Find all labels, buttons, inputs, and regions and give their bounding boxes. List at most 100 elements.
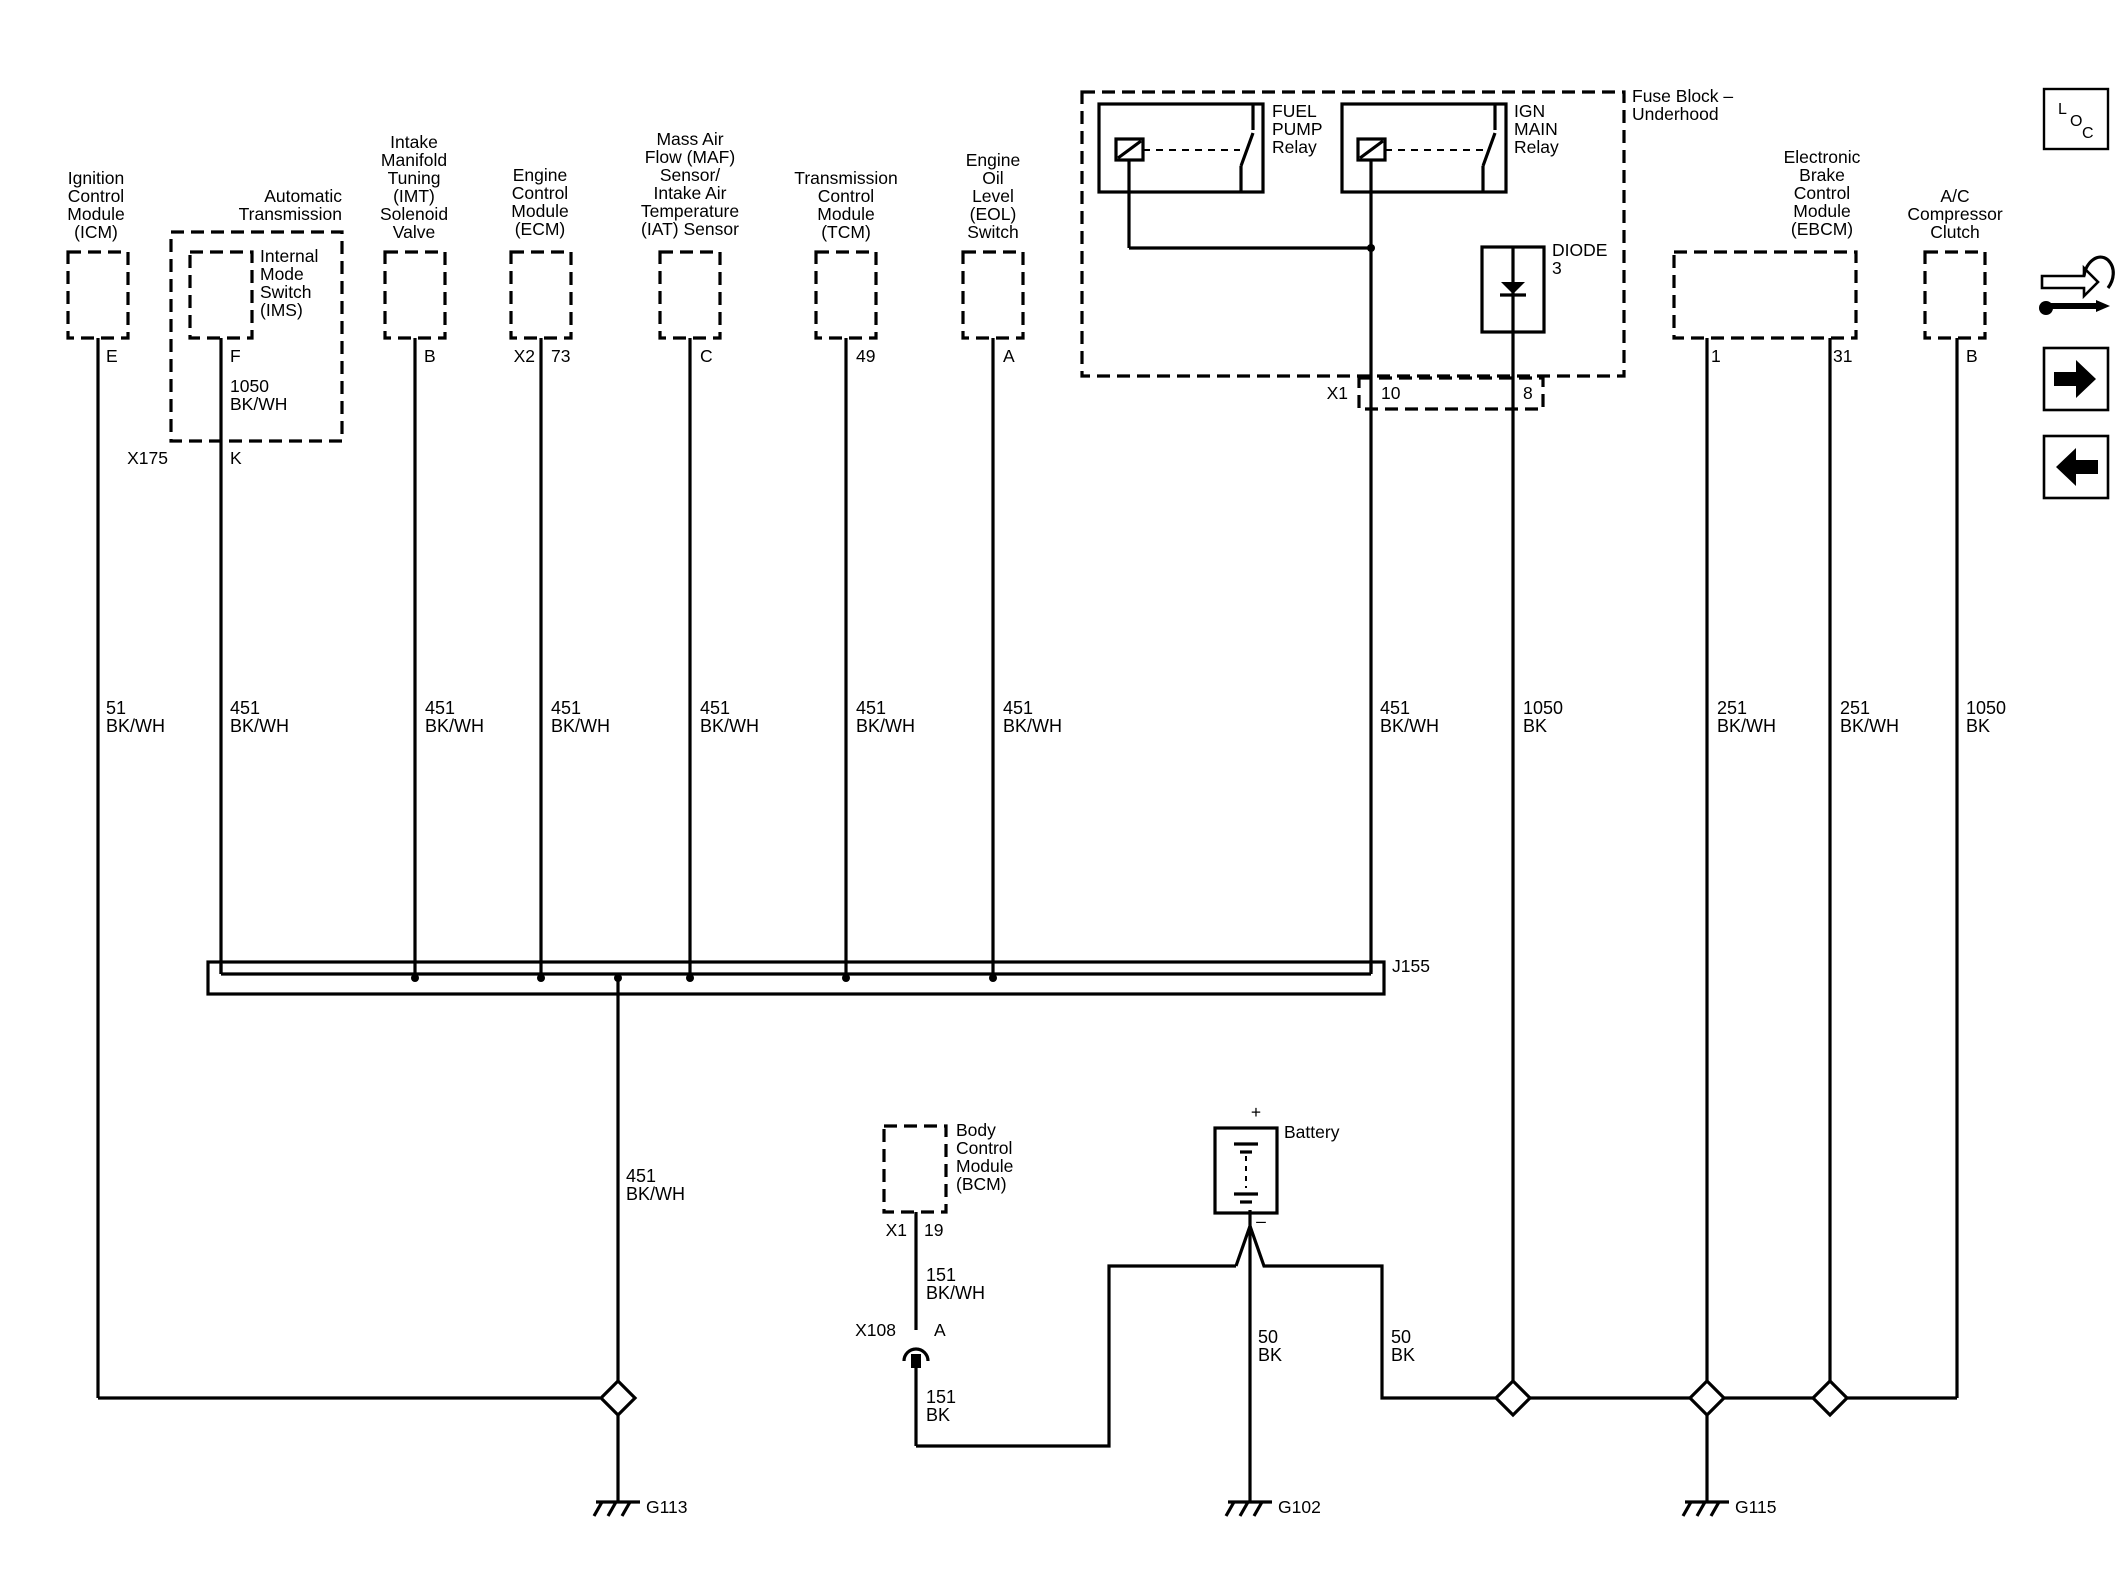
- ground-g102-label: G102: [1278, 1497, 1321, 1517]
- svg-text:(IMT): (IMT): [393, 186, 435, 206]
- ims-pin: F: [230, 346, 241, 366]
- x108-label: X108: [855, 1320, 896, 1340]
- fuel-pump-relay-label: FUEL PUMP Relay: [1272, 101, 1323, 157]
- inline-connector-x108: [902, 1347, 930, 1368]
- x175-pin: K: [230, 448, 242, 468]
- svg-text:BK: BK: [1966, 716, 1990, 736]
- svg-text:251: 251: [1840, 698, 1870, 718]
- fuse-block-connector: X1: [1327, 383, 1348, 403]
- arrow-left-icon[interactable]: [2042, 434, 2110, 500]
- tcm-pin: 49: [856, 346, 875, 366]
- fuse-block-pin-10: 10: [1381, 383, 1401, 403]
- svg-text:(ECM): (ECM): [515, 219, 566, 239]
- x108-pin: A: [934, 1320, 946, 1340]
- svg-text:251: 251: [1717, 698, 1747, 718]
- ebcm-pin-31: 31: [1833, 346, 1852, 366]
- svg-text:Relay: Relay: [1514, 137, 1559, 157]
- splice-diamonds: [598, 1378, 1850, 1418]
- fuse-block-label: Fuse Block – Underhood: [1632, 86, 1733, 124]
- wire-lines: [96, 248, 1959, 1490]
- svg-text:BK/WH: BK/WH: [700, 716, 759, 736]
- svg-text:BK/WH: BK/WH: [1717, 716, 1776, 736]
- svg-text:Oil: Oil: [982, 168, 1003, 188]
- splice-label: J155: [1392, 956, 1430, 976]
- icm-pin: E: [106, 346, 118, 366]
- svg-text:Intake: Intake: [390, 132, 438, 152]
- ims-inner-wire-color: BK/WH: [230, 394, 287, 414]
- svg-text:BK/WH: BK/WH: [551, 716, 610, 736]
- svg-text:Transmission: Transmission: [239, 204, 342, 224]
- battery-label: Battery: [1284, 1122, 1340, 1142]
- svg-text:151: 151: [926, 1265, 956, 1285]
- maf-pin: C: [700, 346, 713, 366]
- svg-text:51: 51: [106, 698, 126, 718]
- bcm-label: Body Control Module (BCM): [956, 1120, 1013, 1194]
- fuse-block-box: [1080, 90, 1626, 378]
- ims-box: [188, 250, 254, 340]
- wire-labels: 51 BK/WH 451 BK/WH 451 BK/WH 451 BK/WH 4…: [106, 698, 2006, 1425]
- svg-text:BK/WH: BK/WH: [1380, 716, 1439, 736]
- diode-label: DIODE 3: [1552, 240, 1607, 278]
- loc-icon[interactable]: L O C: [2042, 87, 2110, 151]
- svg-text:Control: Control: [818, 186, 874, 206]
- ground-g102-icon: [1224, 1490, 1272, 1517]
- svg-text:Module: Module: [67, 204, 124, 224]
- svg-text:451: 451: [856, 698, 886, 718]
- svg-text:3: 3: [1552, 258, 1562, 278]
- svg-text:(TCM): (TCM): [821, 222, 871, 242]
- eol-box: [961, 250, 1025, 340]
- svg-text:Sensor/: Sensor/: [660, 165, 720, 185]
- x175-connector: X175: [127, 448, 168, 468]
- svg-text:Valve: Valve: [393, 222, 435, 242]
- ac-clutch-label: A/C Compressor Clutch: [1907, 186, 2002, 242]
- ecm-label: Engine Control Module (ECM): [511, 165, 568, 239]
- tcm-box: [814, 250, 878, 340]
- svg-text:Tuning: Tuning: [388, 168, 441, 188]
- ims-label: Internal Mode Switch (IMS): [260, 246, 318, 320]
- svg-text:(EOL): (EOL): [970, 204, 1017, 224]
- svg-text:IGN: IGN: [1514, 101, 1545, 121]
- svg-text:Internal: Internal: [260, 246, 318, 266]
- svg-text:BK: BK: [1391, 1345, 1415, 1365]
- svg-text:DIODE: DIODE: [1552, 240, 1607, 260]
- svg-text:Switch: Switch: [260, 282, 312, 302]
- svg-text:Relay: Relay: [1272, 137, 1317, 157]
- ecm-connector: X2: [514, 346, 535, 366]
- bcm-pin: 19: [924, 1220, 943, 1240]
- ign-main-relay: [1340, 102, 1508, 248]
- svg-text:50: 50: [1391, 1327, 1411, 1347]
- ground-g115-label: G115: [1735, 1497, 1777, 1517]
- svg-text:Module: Module: [1793, 201, 1850, 221]
- svg-text:1050: 1050: [1523, 698, 1563, 718]
- svg-text:50: 50: [1258, 1327, 1278, 1347]
- svg-text:MAIN: MAIN: [1514, 119, 1558, 139]
- svg-text:Temperature: Temperature: [641, 201, 739, 221]
- imt-pin: B: [424, 346, 436, 366]
- bcm-connector: X1: [886, 1220, 907, 1240]
- icm-box: [66, 250, 130, 340]
- svg-text:Module: Module: [511, 201, 568, 221]
- svg-text:451: 451: [551, 698, 581, 718]
- svg-text:1050: 1050: [1966, 698, 2006, 718]
- ecm-pin: 73: [551, 346, 570, 366]
- svg-text:(IAT) Sensor: (IAT) Sensor: [641, 219, 739, 239]
- maf-label: Mass Air Flow (MAF) Sensor/ Intake Air T…: [641, 129, 739, 239]
- imt-box: [383, 250, 447, 340]
- svg-text:BK/WH: BK/WH: [1003, 716, 1062, 736]
- ign-main-relay-label: IGN MAIN Relay: [1514, 101, 1559, 157]
- svg-text:BK/WH: BK/WH: [1840, 716, 1899, 736]
- svg-text:451: 451: [626, 1166, 656, 1186]
- svg-text:BK: BK: [1258, 1345, 1282, 1365]
- svg-text:Engine: Engine: [966, 150, 1021, 170]
- svg-text:Compressor: Compressor: [1907, 204, 2002, 224]
- ac-clutch-pin: B: [1966, 346, 1978, 366]
- svg-text:451: 451: [230, 698, 260, 718]
- svg-text:Electronic: Electronic: [1784, 147, 1861, 167]
- svg-text:Ignition: Ignition: [68, 168, 124, 188]
- svg-text:C: C: [2082, 125, 2094, 142]
- arrow-right-icon[interactable]: [2042, 346, 2110, 412]
- connector-wrench-icon[interactable]: [2039, 255, 2115, 315]
- imt-label: Intake Manifold Tuning (IMT) Solenoid Va…: [380, 132, 448, 242]
- svg-text:O: O: [2070, 113, 2082, 130]
